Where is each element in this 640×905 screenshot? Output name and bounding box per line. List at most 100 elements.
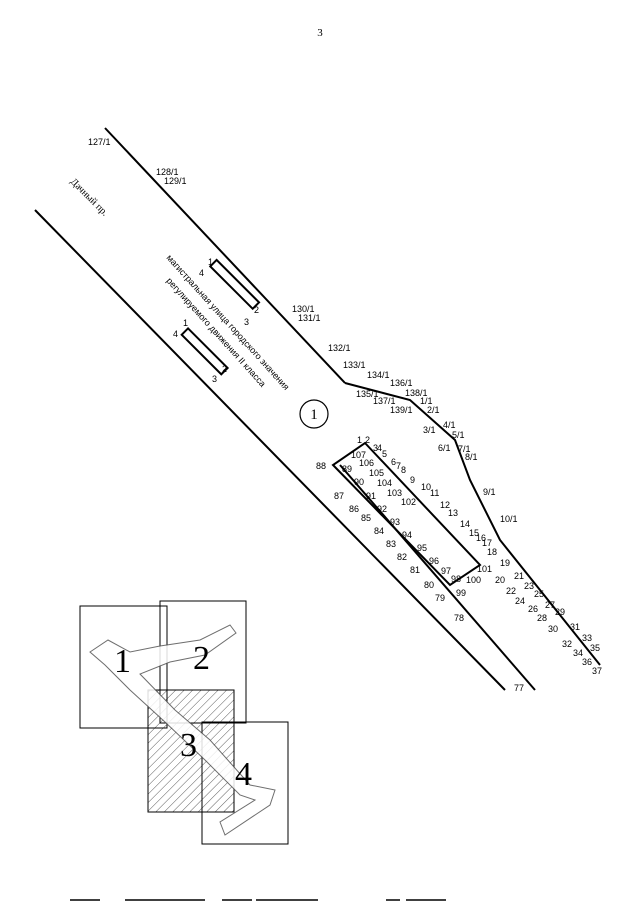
- svg-text:134/1: 134/1: [367, 370, 390, 380]
- svg-text:32: 32: [562, 639, 572, 649]
- road-class-line2: регулируемого движения II класса: [165, 276, 268, 389]
- svg-text:79: 79: [435, 593, 445, 603]
- svg-text:133/1: 133/1: [343, 360, 366, 370]
- svg-text:3: 3: [212, 374, 217, 384]
- svg-text:34: 34: [573, 648, 583, 658]
- svg-text:23: 23: [524, 581, 534, 591]
- svg-text:17: 17: [482, 538, 492, 548]
- svg-text:104: 104: [377, 478, 392, 488]
- zone-point-labels: 1 2 3 4 5 6 7 8 9 10 11 12 13 14 15 16 1…: [316, 435, 497, 598]
- crossing-a: 1 4 2 3: [199, 257, 261, 327]
- svg-text:132/1: 132/1: [328, 343, 351, 353]
- street-name: Дачный пр.: [68, 176, 110, 218]
- svg-text:6/1: 6/1: [438, 443, 451, 453]
- svg-text:81: 81: [410, 565, 420, 575]
- svg-text:35: 35: [590, 643, 600, 653]
- svg-text:5/1: 5/1: [452, 430, 465, 440]
- svg-text:3/1: 3/1: [423, 425, 436, 435]
- svg-text:130/1: 130/1: [292, 304, 315, 314]
- svg-text:83: 83: [386, 539, 396, 549]
- svg-text:27: 27: [545, 600, 555, 610]
- svg-text:36: 36: [582, 657, 592, 667]
- svg-text:10/1: 10/1: [500, 514, 518, 524]
- zone-polygon: [331, 441, 482, 587]
- svg-text:14: 14: [460, 519, 470, 529]
- svg-text:107: 107: [351, 450, 366, 460]
- svg-text:1/1: 1/1: [420, 396, 433, 406]
- svg-text:8: 8: [401, 465, 406, 475]
- svg-text:99: 99: [456, 588, 466, 598]
- lower-road-edge: [34, 209, 506, 691]
- zone-marker: 1: [299, 399, 329, 429]
- svg-text:106: 106: [359, 458, 374, 468]
- svg-text:128/1: 128/1: [156, 167, 179, 177]
- svg-text:33: 33: [582, 633, 592, 643]
- svg-text:29: 29: [555, 607, 565, 617]
- svg-text:127/1: 127/1: [88, 137, 111, 147]
- svg-text:101: 101: [477, 564, 492, 574]
- svg-text:10: 10: [421, 482, 431, 492]
- svg-text:5: 5: [382, 449, 387, 459]
- svg-text:96: 96: [429, 556, 439, 566]
- svg-text:129/1: 129/1: [164, 176, 187, 186]
- svg-text:25: 25: [534, 589, 544, 599]
- index-street-outline: [89, 624, 276, 836]
- svg-text:85: 85: [361, 513, 371, 523]
- svg-text:30: 30: [548, 624, 558, 634]
- index-label-3: 3: [180, 727, 197, 764]
- svg-text:4: 4: [173, 329, 178, 339]
- svg-text:31: 31: [570, 622, 580, 632]
- svg-text:90: 90: [354, 477, 364, 487]
- svg-text:1: 1: [357, 435, 362, 445]
- zone-lower-edge-extension: [339, 464, 536, 691]
- svg-text:86: 86: [349, 504, 359, 514]
- street-boundaries: [34, 127, 601, 691]
- top-labels: 127/1 128/1 129/1 130/1 131/1 132/1 133/…: [88, 137, 518, 524]
- svg-text:105: 105: [369, 468, 384, 478]
- index-label-2: 2: [193, 640, 210, 677]
- svg-text:91: 91: [366, 491, 376, 501]
- index-label-4: 4: [235, 756, 252, 793]
- svg-text:2: 2: [222, 364, 227, 374]
- svg-text:4: 4: [199, 268, 204, 278]
- svg-text:93: 93: [390, 517, 400, 527]
- svg-text:16: 16: [476, 533, 486, 543]
- svg-text:21: 21: [514, 571, 524, 581]
- page-number: 3: [317, 27, 323, 39]
- index-label-1: 1: [114, 643, 131, 680]
- svg-text:100: 100: [466, 575, 481, 585]
- svg-text:1: 1: [208, 257, 213, 267]
- svg-text:20: 20: [495, 575, 505, 585]
- svg-text:84: 84: [374, 526, 384, 536]
- svg-text:92: 92: [377, 504, 387, 514]
- svg-text:3: 3: [244, 317, 249, 327]
- index-sheet-4: [201, 721, 289, 845]
- svg-text:131/1: 131/1: [298, 313, 321, 323]
- svg-text:1: 1: [183, 318, 188, 328]
- svg-text:12: 12: [440, 500, 450, 510]
- svg-text:137/1: 137/1: [373, 396, 396, 406]
- svg-text:82: 82: [397, 552, 407, 562]
- svg-text:87: 87: [334, 491, 344, 501]
- svg-text:28: 28: [537, 613, 547, 623]
- svg-text:1: 1: [310, 407, 318, 423]
- svg-text:77: 77: [514, 683, 524, 693]
- lower-left-labels: 77 78 79 80 81 82 83 84 85 86 87: [334, 491, 524, 693]
- svg-text:94: 94: [402, 530, 412, 540]
- right-edge-labels: 19 20 21 22 23 24 25 26 27 28 29 30 31 3…: [495, 558, 602, 676]
- svg-text:2: 2: [365, 435, 370, 445]
- svg-text:89: 89: [342, 464, 352, 474]
- svg-text:9: 9: [410, 475, 415, 485]
- svg-text:4/1: 4/1: [443, 420, 456, 430]
- svg-text:88: 88: [316, 461, 326, 471]
- svg-text:80: 80: [424, 580, 434, 590]
- svg-text:18: 18: [487, 547, 497, 557]
- svg-text:4: 4: [377, 443, 382, 453]
- svg-text:26: 26: [528, 604, 538, 614]
- svg-text:19: 19: [500, 558, 510, 568]
- svg-text:136/1: 136/1: [390, 378, 413, 388]
- svg-text:135/1: 135/1: [356, 389, 379, 399]
- svg-text:103: 103: [387, 488, 402, 498]
- svg-text:7: 7: [396, 461, 401, 471]
